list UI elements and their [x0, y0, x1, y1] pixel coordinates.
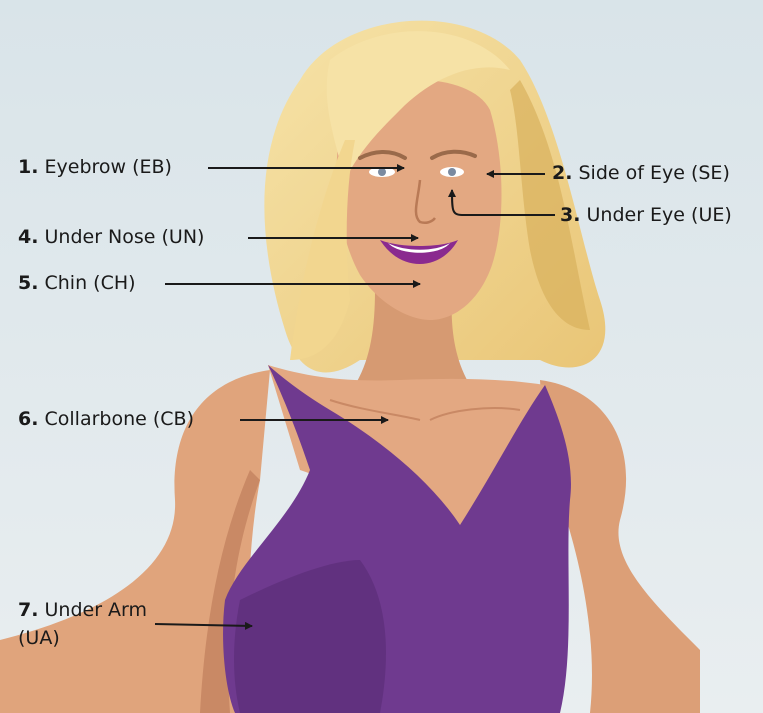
label-under-eye: 3. Under Eye (UE) — [560, 204, 732, 227]
label-chin: 5. Chin (CH) — [18, 272, 136, 295]
label-side-of-eye: 2. Side of Eye (SE) — [552, 162, 730, 185]
label-collarbone: 6. Collarbone (CB) — [18, 408, 194, 431]
label-eyebrow: 1. Eyebrow (EB) — [18, 156, 172, 179]
label-under-arm: 7. Under Arm (UA) — [18, 596, 148, 652]
label-under-nose: 4. Under Nose (UN) — [18, 226, 204, 249]
